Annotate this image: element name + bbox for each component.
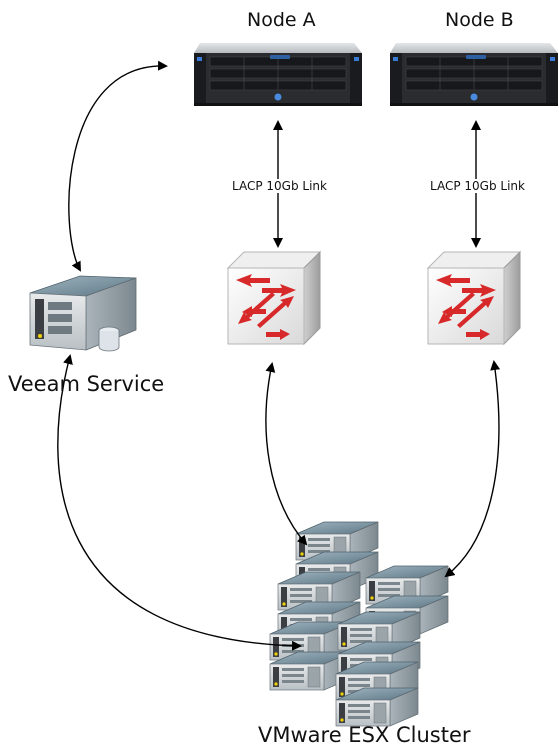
- veeam-to-node-a-connector: [68, 60, 168, 272]
- node-a-title: Node A: [247, 9, 316, 31]
- veeam-server-icon: [29, 275, 137, 352]
- veeam-service-label: Veeam Service: [8, 372, 165, 396]
- switch-b-to-cluster-connector: [444, 360, 501, 578]
- link-b-label: LACP 10Gb Link: [428, 179, 527, 193]
- veeam-to-cluster-connector: [57, 354, 302, 651]
- switch-a-to-cluster-connector: [265, 362, 308, 546]
- esx-cluster-icon: [269, 521, 449, 727]
- node-b-title: Node B: [445, 9, 514, 31]
- switch-a-icon: [227, 251, 321, 345]
- esx-cluster-label: VMware ESX Cluster: [258, 723, 471, 747]
- node-a-appliance-icon: [193, 42, 363, 107]
- switch-b-icon: [427, 251, 521, 345]
- link-a-label: LACP 10Gb Link: [230, 179, 329, 193]
- node-b-appliance-icon: [389, 42, 559, 107]
